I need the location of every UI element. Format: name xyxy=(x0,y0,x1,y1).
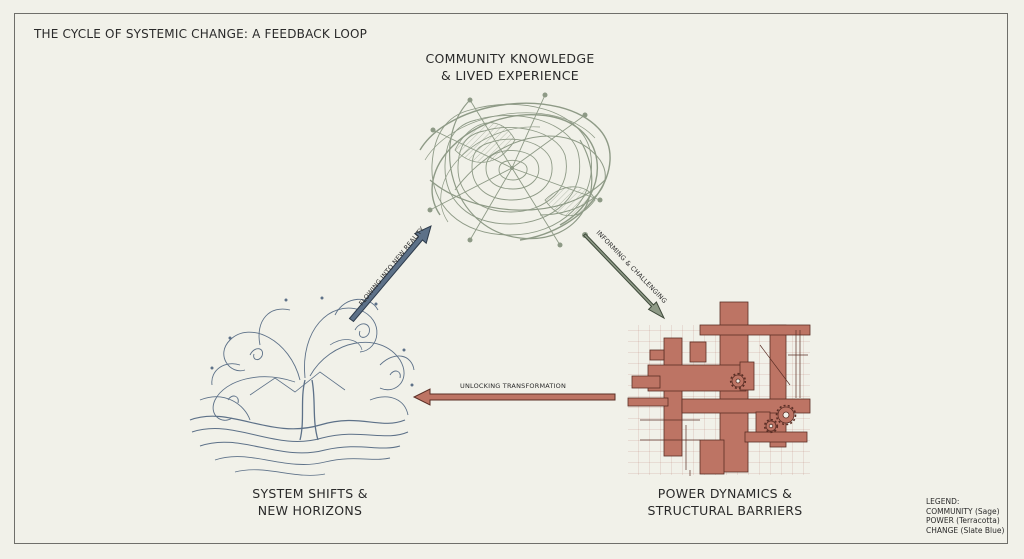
diagram-frame xyxy=(14,13,1008,544)
community-knot-illustration xyxy=(419,92,611,248)
edge-label-informing-challenging: INFORMING & CHALLENGING xyxy=(595,229,669,305)
arrow-change-to-community: FLOWING INTO NEW REALITY xyxy=(348,225,432,323)
node-label-change: SYSTEM SHIFTS & NEW HORIZONS xyxy=(215,485,405,519)
edge-label-flowing-into-new-reality: FLOWING INTO NEW REALITY xyxy=(357,225,426,307)
change-tree-illustration xyxy=(189,296,415,476)
node-label-community: COMMUNITY KNOWLEDGE & LIVED EXPERIENCE xyxy=(400,50,620,84)
power-label-line1: POWER DYNAMICS & xyxy=(657,486,793,501)
legend-item-change: CHANGE (Slate Blue) xyxy=(926,525,1005,535)
legend: LEGEND: COMMUNITY (Sage) POWER (Terracot… xyxy=(926,497,1004,535)
power-structure-illustration xyxy=(627,301,811,476)
change-label-line2: NEW HORIZONS xyxy=(257,503,363,518)
legend-heading: LEGEND: xyxy=(926,497,960,506)
node-label-power: POWER DYNAMICS & STRUCTURAL BARRIERS xyxy=(610,485,840,519)
arrow-community-to-power: INFORMING & CHALLENGING xyxy=(582,229,669,320)
change-label-line1: SYSTEM SHIFTS & xyxy=(252,486,368,501)
community-label-line2: & LIVED EXPERIENCE xyxy=(441,68,579,83)
diagram-title: THE CYCLE OF SYSTEMIC CHANGE: A FEEDBACK… xyxy=(34,27,368,41)
power-label-line2: STRUCTURAL BARRIERS xyxy=(647,503,803,518)
legend-item-power: POWER (Terracotta) xyxy=(926,516,1000,525)
community-label-line1: COMMUNITY KNOWLEDGE xyxy=(425,51,595,66)
edge-label-unlocking-transformation: UNLOCKING TRANSFORMATION xyxy=(460,382,566,390)
arrow-power-to-change: UNLOCKING TRANSFORMATION xyxy=(412,382,616,406)
legend-item-community: COMMUNITY (Sage) xyxy=(926,506,1000,516)
